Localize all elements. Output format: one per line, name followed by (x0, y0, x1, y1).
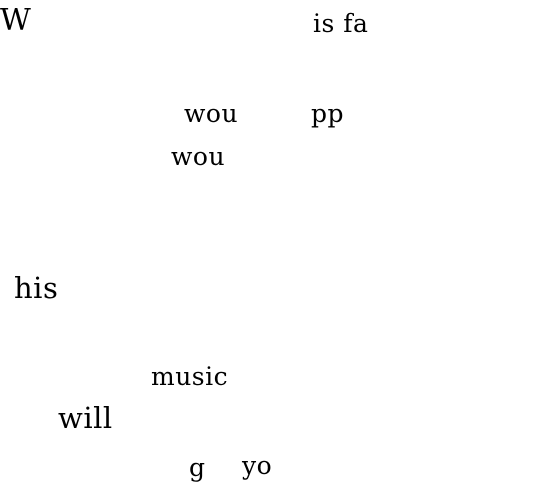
text-fragment-music: music (151, 362, 229, 391)
text-fragment-his: his (14, 271, 59, 305)
text-fragment-g: g (189, 453, 206, 482)
text-fragment-will: will (58, 401, 113, 435)
text-fragment-yo: yo (242, 451, 273, 480)
text-fragment-is-fa: is fa (313, 9, 369, 38)
text-fragment-pp: pp (311, 99, 345, 128)
text-fragment-wou-2: wou (171, 142, 226, 171)
text-fragment-w: W (0, 3, 32, 38)
text-fragment-wou-1: wou (184, 99, 239, 128)
